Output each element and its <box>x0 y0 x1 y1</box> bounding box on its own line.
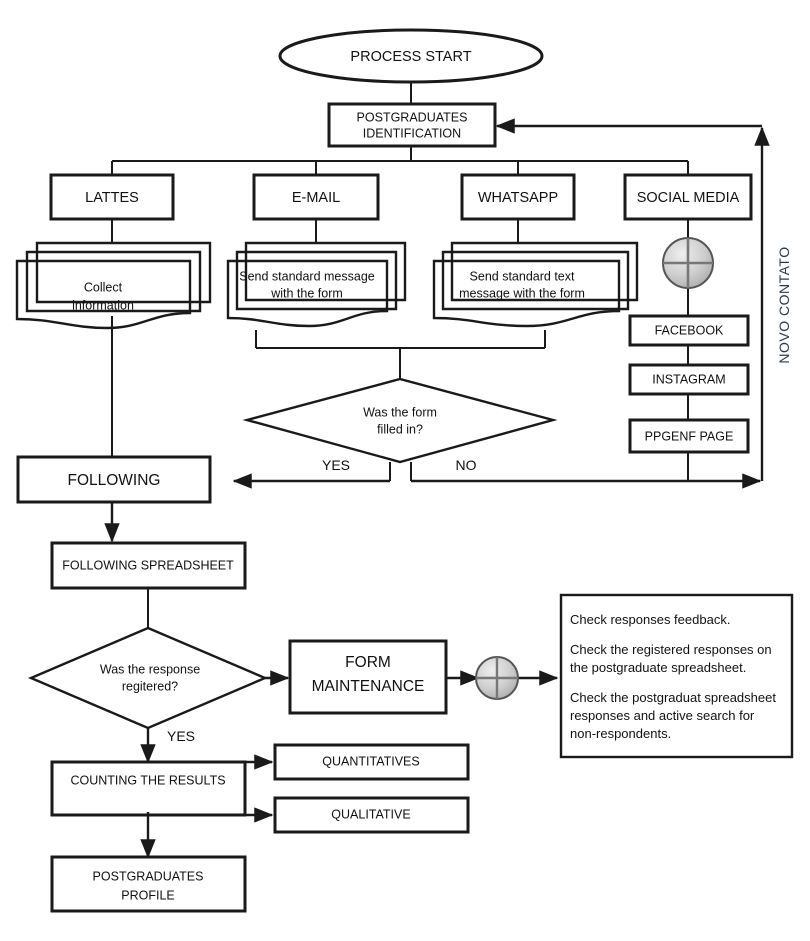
doc-collect-label-line1: Collect <box>84 280 123 294</box>
connector-lines <box>104 81 770 859</box>
identification-label-line1: POSTGRADUATES <box>357 110 468 124</box>
doc-whatsapp-label-line1: Send standard text <box>470 269 575 283</box>
summing-junction-icon-bottom <box>475 656 519 700</box>
note-line-2b: the postgraduate spreadsheet. <box>570 660 746 675</box>
form-maintenance-label-line1: FORM <box>345 654 391 671</box>
node-qualitative[interactable]: QUALITATIVE <box>273 796 470 834</box>
social-facebook-label: FACEBOOK <box>655 323 724 337</box>
edge-label-form-yes: YES <box>322 457 350 473</box>
node-channel-social-media[interactable]: SOCIAL MEDIA <box>623 173 753 221</box>
decision-response-label-line1: Was the response <box>100 662 200 676</box>
social-ppgenf-label: PPGENF PAGE <box>645 429 734 443</box>
profile-label-line1: POSTGRADUATES <box>93 869 204 883</box>
identification-label-line2: IDENTIFICATION <box>363 126 461 140</box>
following-label: FOLLOWING <box>67 472 160 489</box>
node-channel-email[interactable]: E-MAIL <box>252 173 380 221</box>
node-postgraduates-profile[interactable]: POSTGRADUATES PROFILE <box>50 855 247 913</box>
node-social-instagram[interactable]: INSTAGRAM <box>628 363 750 396</box>
node-channel-whatsapp[interactable]: WHATSAPP <box>460 173 576 221</box>
node-decision-response-registered[interactable]: Was the response regitered? <box>27 626 269 730</box>
note-line-3c: non-respondents. <box>570 726 671 741</box>
node-form-maintenance[interactable]: FORM MAINTENANCE <box>288 639 448 715</box>
channel-whatsapp-label: WHATSAPP <box>478 190 558 206</box>
edge-label-response-yes: YES <box>167 728 195 744</box>
edge-label-novo-contato: NOVO CONTATO <box>776 246 792 363</box>
following-spreadsheet-label: FOLLOWING SPREADSHEET <box>62 558 234 572</box>
note-box-checks[interactable]: Check responses feedback. Check the regi… <box>559 593 794 759</box>
node-postgraduates-identification[interactable]: POSTGRADUATES IDENTIFICATION <box>327 102 497 148</box>
node-doc-collect-information[interactable]: Collect information <box>15 241 212 330</box>
decision-form-label-line2: filled in? <box>377 422 423 436</box>
channel-social-media-label: SOCIAL MEDIA <box>637 190 740 206</box>
note-line-3b: responses and active search for <box>570 708 755 723</box>
channel-lattes-label: LATTES <box>85 190 139 206</box>
profile-label-line2: PROFILE <box>121 888 175 902</box>
node-following[interactable]: FOLLOWING <box>16 455 212 504</box>
edge-label-form-no: NO <box>456 457 477 473</box>
node-decision-form-filled[interactable]: Was the form filled in? <box>242 377 558 464</box>
doc-email-label-line2: with the form <box>270 286 343 300</box>
social-instagram-label: INSTAGRAM <box>652 372 725 386</box>
note-line-1: Check responses feedback. <box>570 612 730 627</box>
node-process-start[interactable]: PROCESS START <box>278 28 544 84</box>
note-line-2a: Check the registered responses on <box>570 642 772 657</box>
node-channel-lattes[interactable]: LATTES <box>49 173 175 221</box>
quantitatives-label: QUANTITATIVES <box>322 754 419 768</box>
doc-collect-label-line2: information <box>72 298 134 312</box>
form-maintenance-label-line2: MAINTENANCE <box>312 678 425 695</box>
node-doc-whatsapp-message[interactable]: Send standard text message with the form <box>432 241 639 328</box>
node-social-facebook[interactable]: FACEBOOK <box>628 314 750 347</box>
node-social-ppgenf-page[interactable]: PPGENF PAGE <box>628 418 750 454</box>
channel-email-label: E-MAIL <box>292 190 340 206</box>
node-following-spreadsheet[interactable]: FOLLOWING SPREADSHEET <box>50 541 247 590</box>
doc-whatsapp-label-line2: message with the form <box>459 286 585 300</box>
doc-email-label-line1: Send standard message <box>239 269 375 283</box>
node-doc-email-message[interactable]: Send standard message with the form <box>226 241 407 328</box>
summing-junction-icon <box>662 237 714 289</box>
node-quantitatives[interactable]: QUANTITATIVES <box>273 743 470 781</box>
counting-results-label: COUNTING THE RESULTS <box>70 773 225 787</box>
process-start-label: PROCESS START <box>350 49 471 65</box>
decision-form-label-line1: Was the form <box>363 405 437 419</box>
note-line-3a: Check the postgraduat spreadsheet <box>570 690 776 705</box>
qualitative-label: QUALITATIVE <box>331 807 410 821</box>
decision-response-label-line2: regitered? <box>122 679 178 693</box>
node-counting-results[interactable]: COUNTING THE RESULTS <box>50 760 247 817</box>
